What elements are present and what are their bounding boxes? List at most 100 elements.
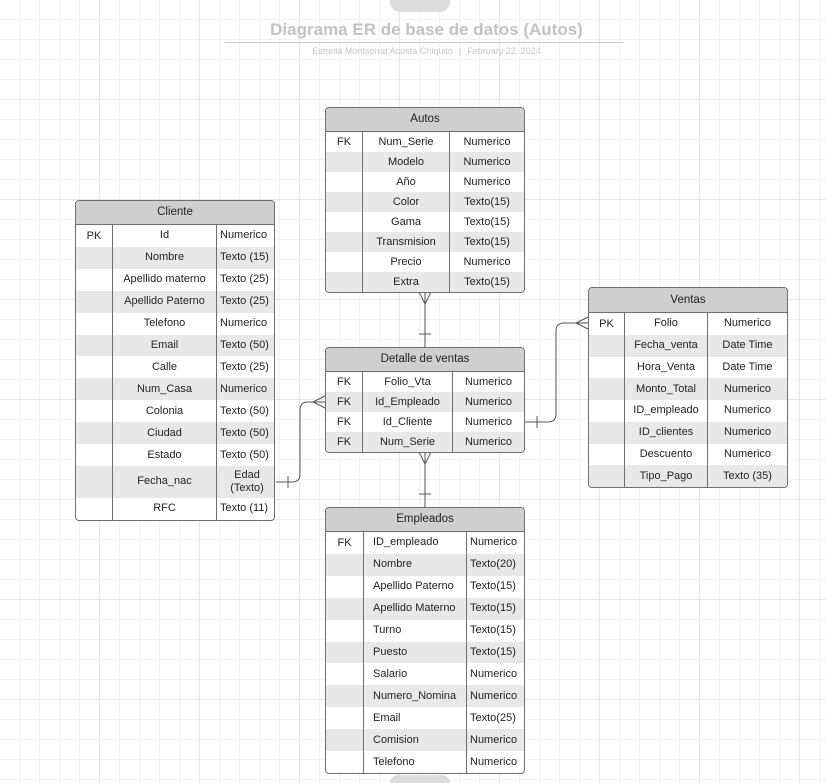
field-name-cell: Estado <box>113 444 217 466</box>
rel-detalle-ventas <box>525 322 588 423</box>
key-cell <box>76 400 113 423</box>
field-name-cell: Nombre <box>364 553 467 576</box>
field-type-cell: Texto(15) <box>464 215 510 228</box>
field-name-cell: Nombre <box>113 246 217 269</box>
key-cell: FK <box>326 412 363 432</box>
table-row[interactable]: Tipo_Pago Texto (35) <box>589 465 787 487</box>
key-cell <box>589 465 625 487</box>
field-type-cell: Texto (50) <box>220 448 269 461</box>
key-cell <box>326 729 364 752</box>
key-cell <box>76 422 113 445</box>
field-name-cell: ID_clientes <box>625 421 708 444</box>
entity-header: Ventas <box>589 288 787 313</box>
key-cell <box>589 356 625 379</box>
field-type-cell: Texto (50) <box>220 338 269 351</box>
page-bottom-handle[interactable] <box>390 775 450 783</box>
key-cell <box>76 246 113 269</box>
entity-header: Detalle de ventas <box>326 348 524 372</box>
key-cell <box>76 497 113 520</box>
field-type-cell: Texto(25) <box>470 711 516 724</box>
field-name-cell: Email <box>113 334 217 357</box>
key-cell <box>326 663 364 686</box>
field-type-cell: Texto(15) <box>464 235 510 248</box>
field-type-cell: Date Time <box>722 339 773 352</box>
field-name-cell: Apellido materno <box>113 268 217 291</box>
field-type-cell: Texto(20) <box>470 558 516 571</box>
field-type-cell: Numerico <box>723 447 772 460</box>
field-name-cell: Turno <box>364 619 467 642</box>
page-top-handle[interactable] <box>390 0 450 12</box>
field-name-cell: Email <box>364 707 467 730</box>
field-name-cell: Precio <box>363 252 450 272</box>
field-name-cell: Telefono <box>113 312 217 335</box>
field-name-cell: Año <box>363 172 450 192</box>
entity-header: Cliente <box>76 201 274 225</box>
key-cell <box>326 597 364 620</box>
field-type-cell: Texto (35) <box>723 469 772 482</box>
field-name-cell: Salario <box>364 663 467 686</box>
field-name-cell: Num_Serie <box>363 132 450 152</box>
field-type-cell: Texto(15) <box>470 602 516 615</box>
key-cell: FK <box>326 532 364 554</box>
field-name-cell: Modelo <box>363 152 450 172</box>
key-cell <box>326 172 363 192</box>
subtitle-separator: | <box>458 46 462 56</box>
key-cell: FK <box>326 392 363 412</box>
field-name-cell: RFC <box>113 497 217 520</box>
key-cell: PK <box>589 313 625 335</box>
field-type-cell: Texto (50) <box>220 426 269 439</box>
crowfoot-autos <box>418 291 432 306</box>
field-name-cell: Folio <box>625 313 708 335</box>
field-name-cell: Tipo_Pago <box>625 465 708 487</box>
